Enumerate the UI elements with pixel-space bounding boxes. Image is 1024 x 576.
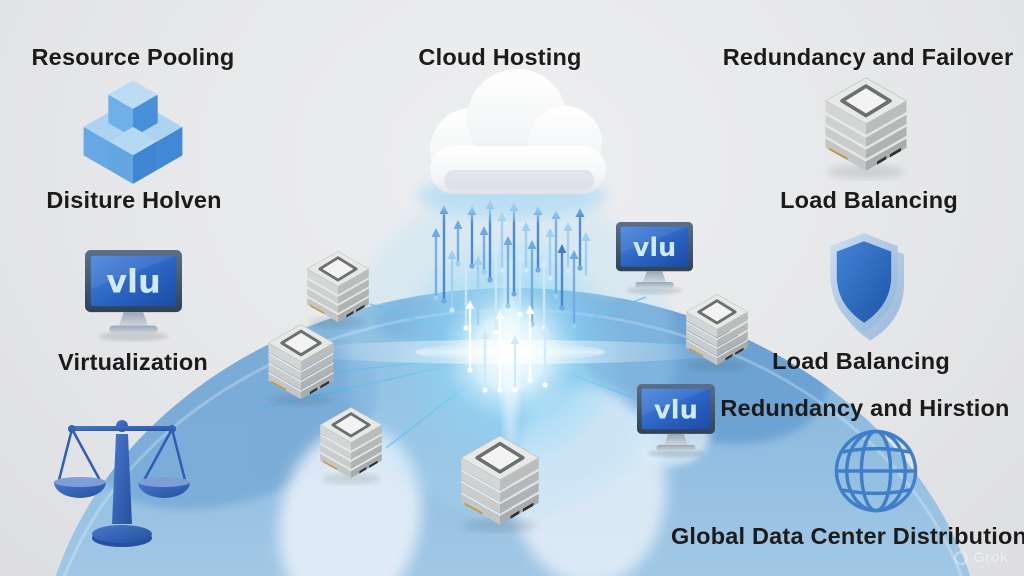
network-glow (295, 187, 725, 517)
cloud-hosting-title: Cloud Hosting (418, 44, 582, 70)
monitor-screen-label: vlu (106, 263, 161, 301)
load-balancing-right-label: Load Balancing (772, 348, 950, 374)
monitor-screen-label: vlu (633, 232, 676, 262)
virtualization-label: Virtualization (58, 349, 208, 375)
global-data-center-label: Global Data Center Distribution (670, 523, 1024, 549)
resource-cubes-icon (83, 80, 183, 184)
monitor-icon: vlu (616, 222, 693, 295)
globe-grid-icon (834, 429, 918, 513)
server-stack-icon (826, 78, 907, 179)
disiture-holven-label: Disiture Holven (46, 187, 222, 213)
watermark: Grok (953, 549, 1008, 566)
scales-icon (54, 420, 190, 547)
upload-arrows-icon (431, 200, 591, 393)
cloud-icon (417, 69, 607, 218)
watermark-label: Grok (972, 549, 1008, 566)
shield-icon (830, 233, 904, 341)
watermark-logo-icon (953, 550, 968, 565)
load-balancing-top-label: Load Balancing (780, 187, 958, 213)
monitor-icon: vlu (85, 250, 182, 342)
redundancy-failover-label: Redundancy and Failover (722, 44, 1014, 70)
redundancy-hirstion-label: Redundancy and Hirstion (720, 395, 1010, 421)
monitor-icon: vlu (637, 384, 715, 458)
resource-pooling-label: Resource Pooling (31, 44, 235, 70)
monitor-screen-label: vlu (654, 395, 698, 425)
